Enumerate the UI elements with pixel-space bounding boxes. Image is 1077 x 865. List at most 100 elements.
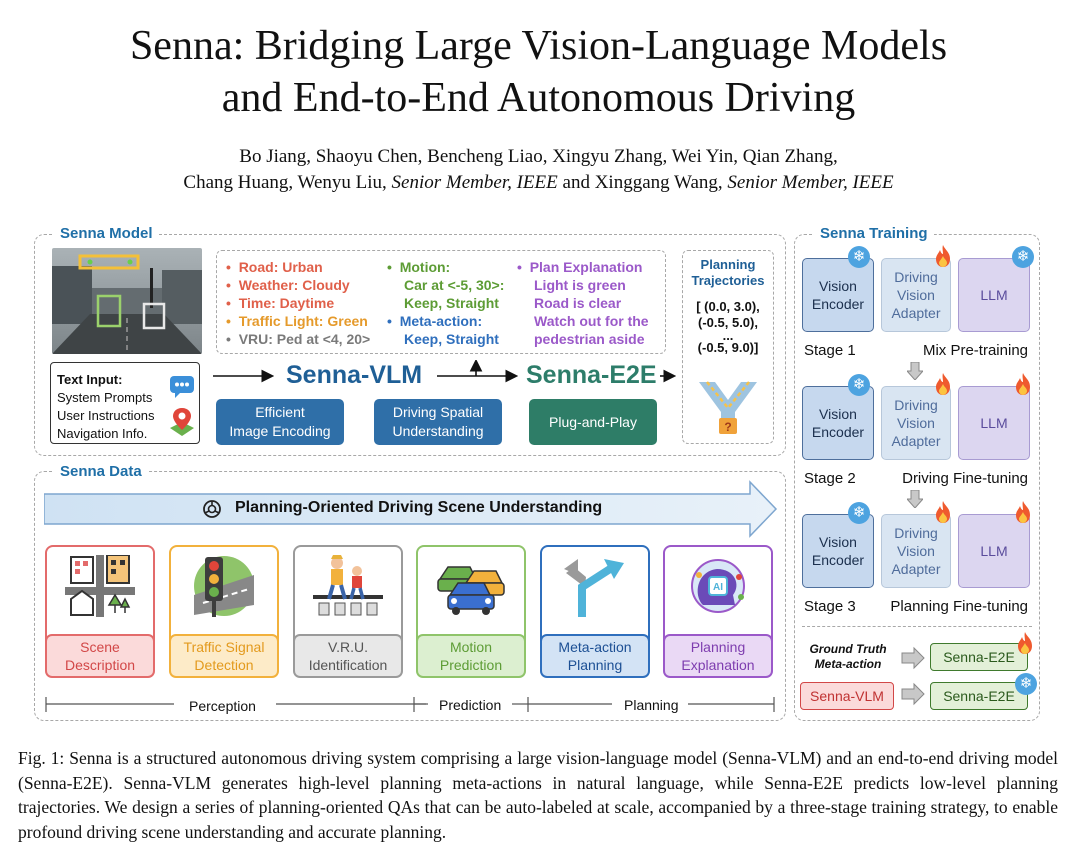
llm-box: LLM <box>958 386 1030 460</box>
traffic-light-icon <box>189 555 259 622</box>
text-input-item: System Prompts <box>57 390 153 405</box>
fire-icon <box>934 500 952 524</box>
banner-arrow <box>44 480 778 538</box>
text-input-box <box>50 362 200 444</box>
chat-bubble-icon <box>169 374 195 405</box>
explanation-line: Watch out for the <box>534 313 649 329</box>
svg-text:?: ? <box>724 420 731 434</box>
text-input-heading: Text Input: <box>57 372 123 387</box>
stage-description: Driving Fine-tuning <box>902 470 1028 487</box>
group-bracket <box>45 697 775 712</box>
stage-name: Stage 2 <box>804 470 856 487</box>
scene-bullets: • Road: Urban • Weather: Cloudy • Time: … <box>226 258 386 348</box>
group-planning: Planning <box>624 697 679 713</box>
scene-bullet: • Traffic Light: Green <box>226 313 368 329</box>
author-list: Bo Jiang, Shaoyu Chen, Bencheng Liao, Xi… <box>0 144 1077 196</box>
motion-line: Car at <-5, 30>: <box>404 277 505 293</box>
senna-model-panel <box>34 234 786 456</box>
road-fork-icon: ? <box>695 378 761 441</box>
stage-description: Planning Fine-tuning <box>890 598 1028 615</box>
stage-name: Stage 3 <box>804 598 856 615</box>
authors-line-1: Bo Jiang, Shaoyu Chen, Bencheng Liao, Xi… <box>239 146 838 167</box>
senna-data-title: Senna Data <box>54 463 148 480</box>
trajectory-values: [ (0.0, 3.0), (-0.5, 5.0), ... (-0.5, 9.… <box>696 299 760 355</box>
senna-e2e-frozen-box: Senna-E2E <box>930 682 1028 710</box>
explanation-bullets: • Plan Explanation Light is green Road i… <box>517 258 665 348</box>
banner-text: Planning-Oriented Driving Scene Understa… <box>235 499 603 516</box>
stage-down-arrow <box>905 489 925 513</box>
training-divider <box>802 626 1032 627</box>
planning-trajectories-heading: Planning Trajectories <box>691 257 765 288</box>
fire-icon <box>934 372 952 396</box>
stage-down-arrow <box>905 361 925 385</box>
fire-icon <box>1014 372 1032 396</box>
senna-e2e-label: Senna-E2E <box>526 361 657 389</box>
senna-data-panel <box>34 471 786 721</box>
svg-text:AI: AI <box>713 582 723 593</box>
senna-training-title: Senna Training <box>814 225 934 242</box>
scene-bullet: • Time: Daytime <box>226 295 335 311</box>
task-card-label: V.R.U.Identification <box>293 634 403 678</box>
snowflake-icon: ❄ <box>848 502 870 524</box>
snowflake-icon: ❄ <box>848 246 870 268</box>
ground-truth-label: Ground Truth Meta-action <box>809 642 887 671</box>
title-line-1: Senna: Bridging Large Vision-Language Mo… <box>129 23 948 69</box>
openai-icon <box>201 498 223 525</box>
paper-title: Senna: Bridging Large Vision-Language Mo… <box>0 20 1077 124</box>
brain-ai-icon: AI <box>683 555 753 622</box>
map-pin-icon <box>168 406 196 443</box>
authors-line-2: Chang Huang, Wenyu Liu, Senior Member, I… <box>183 172 894 193</box>
title-line-2: and End-to-End Autonomous Driving <box>221 75 856 121</box>
explanation-line: Road is clear <box>534 295 622 311</box>
senna-model-title: Senna Model <box>54 225 159 242</box>
stage-description: Mix Pre-training <box>922 342 1028 359</box>
scene-bullet: • VRU: Ped at <4, 20> <box>226 331 371 347</box>
group-perception: Perception <box>189 698 256 714</box>
city-scene-icon <box>65 554 135 622</box>
meta-action-line: Keep, Straight <box>404 331 499 347</box>
llm-box: LLM <box>958 514 1030 588</box>
motion-bullets: • Motion: Car at <-5, 30>: Keep, Straigh… <box>387 258 517 348</box>
scene-bullet: • Road: Urban <box>226 259 323 275</box>
gray-arrows <box>901 646 925 706</box>
snowflake-icon: ❄ <box>1012 246 1034 268</box>
flow-arrows <box>213 360 677 383</box>
text-input-item: Navigation Info. <box>57 426 148 441</box>
senna-e2e-trainable-box: Senna-E2E <box>930 643 1028 671</box>
explanation-line: pedestrian aside <box>534 331 645 347</box>
llm-box: LLM <box>958 258 1030 332</box>
fire-icon <box>1018 632 1032 654</box>
text-input-content: Text Input: System Prompts User Instruct… <box>57 371 155 443</box>
pedestrian-icon <box>313 555 383 622</box>
motion-line: Keep, Straight <box>404 295 499 311</box>
explanation-head: • Plan Explanation <box>517 259 643 275</box>
direction-arrow-icon <box>560 555 630 622</box>
snowflake-icon: ❄ <box>848 374 870 396</box>
planning-trajectories-box <box>682 250 774 444</box>
driving-scene-image <box>52 248 202 354</box>
figure-caption: Fig. 1: Senna is a structured autonomous… <box>18 748 1058 842</box>
text-input-item: User Instructions <box>57 408 155 423</box>
motion-head: • Motion: <box>387 259 451 275</box>
snowflake-icon: ❄ <box>1015 673 1037 695</box>
plug-and-play-tag: Plug-and-Play <box>529 399 657 445</box>
scene-bullet: • Weather: Cloudy <box>226 277 350 293</box>
fire-icon <box>934 244 952 268</box>
fire-icon <box>1014 500 1032 524</box>
group-prediction: Prediction <box>439 697 502 713</box>
stage-name: Stage 1 <box>804 342 856 359</box>
cars-icon <box>436 555 506 622</box>
explanation-line: Light is green <box>534 277 626 293</box>
senna-vlm-box: Senna-VLM <box>800 682 894 710</box>
vlm-output-box <box>216 250 666 354</box>
